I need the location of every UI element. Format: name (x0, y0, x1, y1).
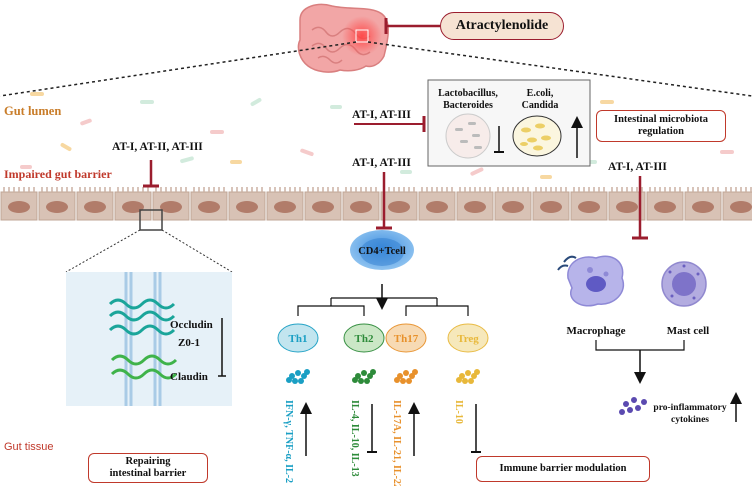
mast-cell-icon (661, 261, 707, 307)
immune-cells-connector (595, 340, 685, 351)
pathogen-label-1: E.coli, (527, 88, 554, 99)
beneficial-bacteria-label-2: Bacteroides (443, 100, 493, 111)
zoom-region (355, 29, 369, 43)
subset-cytokines-label: IL-10 (453, 400, 464, 424)
subset-cell-icon (343, 323, 385, 353)
subset-cytokines-label: IL-4, IL-10, IL-13 (349, 400, 360, 477)
epithelial-cell (190, 187, 228, 221)
pathogen-bacteria-icon (512, 115, 562, 157)
subset-name: Th2 (355, 333, 374, 345)
gut-lumen-label: Gut lumen (4, 104, 61, 118)
claudin-label: Claudin (170, 371, 208, 383)
inhibit-tcell-arrow (376, 172, 392, 230)
epithelial-cell (380, 187, 418, 221)
subset-name: Th1 (289, 333, 308, 345)
subset-name: Th17 (394, 333, 419, 345)
inhibit-barrier-arrow (143, 160, 159, 188)
beneficial-bacteria-label-1: Lactobacillus, (438, 88, 498, 99)
at-left-label: AT-I, AT-II, AT-III (112, 141, 203, 153)
zo1-label: Z0-1 (178, 337, 200, 349)
subset-cytokine-dots-icon (394, 369, 418, 384)
subset-cytokine-dots-icon (352, 369, 376, 384)
microbiota-regulation-box: Intestinal microbiota regulation (596, 110, 726, 142)
subset-cell-icon (385, 323, 427, 353)
epithelial-cell (38, 187, 76, 221)
epithelial-cell (494, 187, 532, 221)
inflammation-glow (342, 16, 382, 56)
epithelial-cell (646, 187, 684, 221)
repair-barrier-box: Repairing intestinal barrier (88, 453, 208, 483)
immune-box-label: Immune barrier modulation (499, 463, 627, 474)
intestine-icon (297, 3, 389, 73)
subset-cytokine-dots-icon (286, 369, 310, 384)
impaired-barrier-label: Impaired gut barrier (4, 167, 112, 181)
epithelial-barrier (0, 187, 752, 221)
subset-cytokines-label: IL-17A, IL-21, IL-22 (391, 400, 402, 486)
epithelial-cell (76, 187, 114, 221)
microbiota-panel (427, 79, 591, 167)
epithelial-cell (114, 187, 152, 221)
cytokines-label-1: pro-inflammatory (653, 403, 726, 413)
occludin-protein-icon (108, 298, 176, 336)
epithelial-cell (228, 187, 266, 221)
junction-zoom-line-right (161, 229, 233, 273)
epithelial-cell (0, 187, 38, 221)
tree-connector-left (297, 305, 365, 316)
inhibit-intestine-arrow (384, 18, 440, 34)
subset-name: Treg (457, 333, 479, 345)
subset-cell-icon (447, 323, 489, 353)
beneficial-bacteria-icon (445, 113, 491, 159)
inhibit-microbiota-arrow (354, 116, 426, 132)
compound-badge: Atractylenolide (440, 12, 564, 40)
epithelial-cell (152, 187, 190, 221)
pathogen-label-2: Candida (522, 100, 559, 111)
zoom-line-left (0, 41, 357, 97)
repair-box-line-1: Repairing (125, 456, 171, 467)
epithelial-cell (684, 187, 722, 221)
microbiota-box-line-1: Intestinal microbiota (613, 114, 708, 125)
epithelial-cell (456, 187, 494, 221)
tight-junction-panel (66, 272, 232, 406)
at-tcell-label: AT-I, AT-III (352, 157, 411, 169)
immune-modulation-box: Immune barrier modulation (476, 456, 650, 482)
zoom-line-right (367, 41, 752, 97)
epithelial-cell (266, 187, 304, 221)
at-microbiota-label: AT-I, AT-III (352, 109, 411, 121)
subset-cytokine-dots-icon (456, 369, 480, 384)
gut-tissue-label: Gut tissue (4, 441, 54, 453)
at-right-label: AT-I, AT-III (608, 161, 667, 173)
claudin-protein-icon (110, 354, 178, 380)
cytokines-label-2: cytokines (671, 415, 709, 425)
epithelial-cell (570, 187, 608, 221)
epithelial-cell (418, 187, 456, 221)
junction-zoom-box (139, 209, 163, 231)
epithelial-cell (342, 187, 380, 221)
junction-zoom-line-left (65, 229, 141, 273)
subset-cell-icon (277, 323, 319, 353)
microbiota-box-line-2: regulation (638, 126, 684, 137)
epithelial-cell (304, 187, 342, 221)
epithelial-cell (722, 187, 752, 221)
macrophage-icon (557, 255, 625, 307)
tree-connector-right (405, 305, 469, 316)
mast-cell-label: Mast cell (667, 325, 709, 337)
compound-name: Atractylenolide (455, 18, 549, 33)
tcell-label: CD4+Tcell (358, 246, 406, 257)
subset-cytokines-label: IFN-γ, TNF-α, IL-2 (283, 400, 294, 483)
lumen-bacteria (20, 92, 734, 179)
cytokine-dots-icon (619, 397, 647, 415)
inhibit-macrophage-arrow (632, 176, 648, 240)
repair-box-line-2: intestinal barrier (109, 468, 187, 479)
macrophage-label: Macrophage (566, 325, 625, 337)
epithelial-cell (532, 187, 570, 221)
occludin-label: Occludin (170, 319, 213, 331)
